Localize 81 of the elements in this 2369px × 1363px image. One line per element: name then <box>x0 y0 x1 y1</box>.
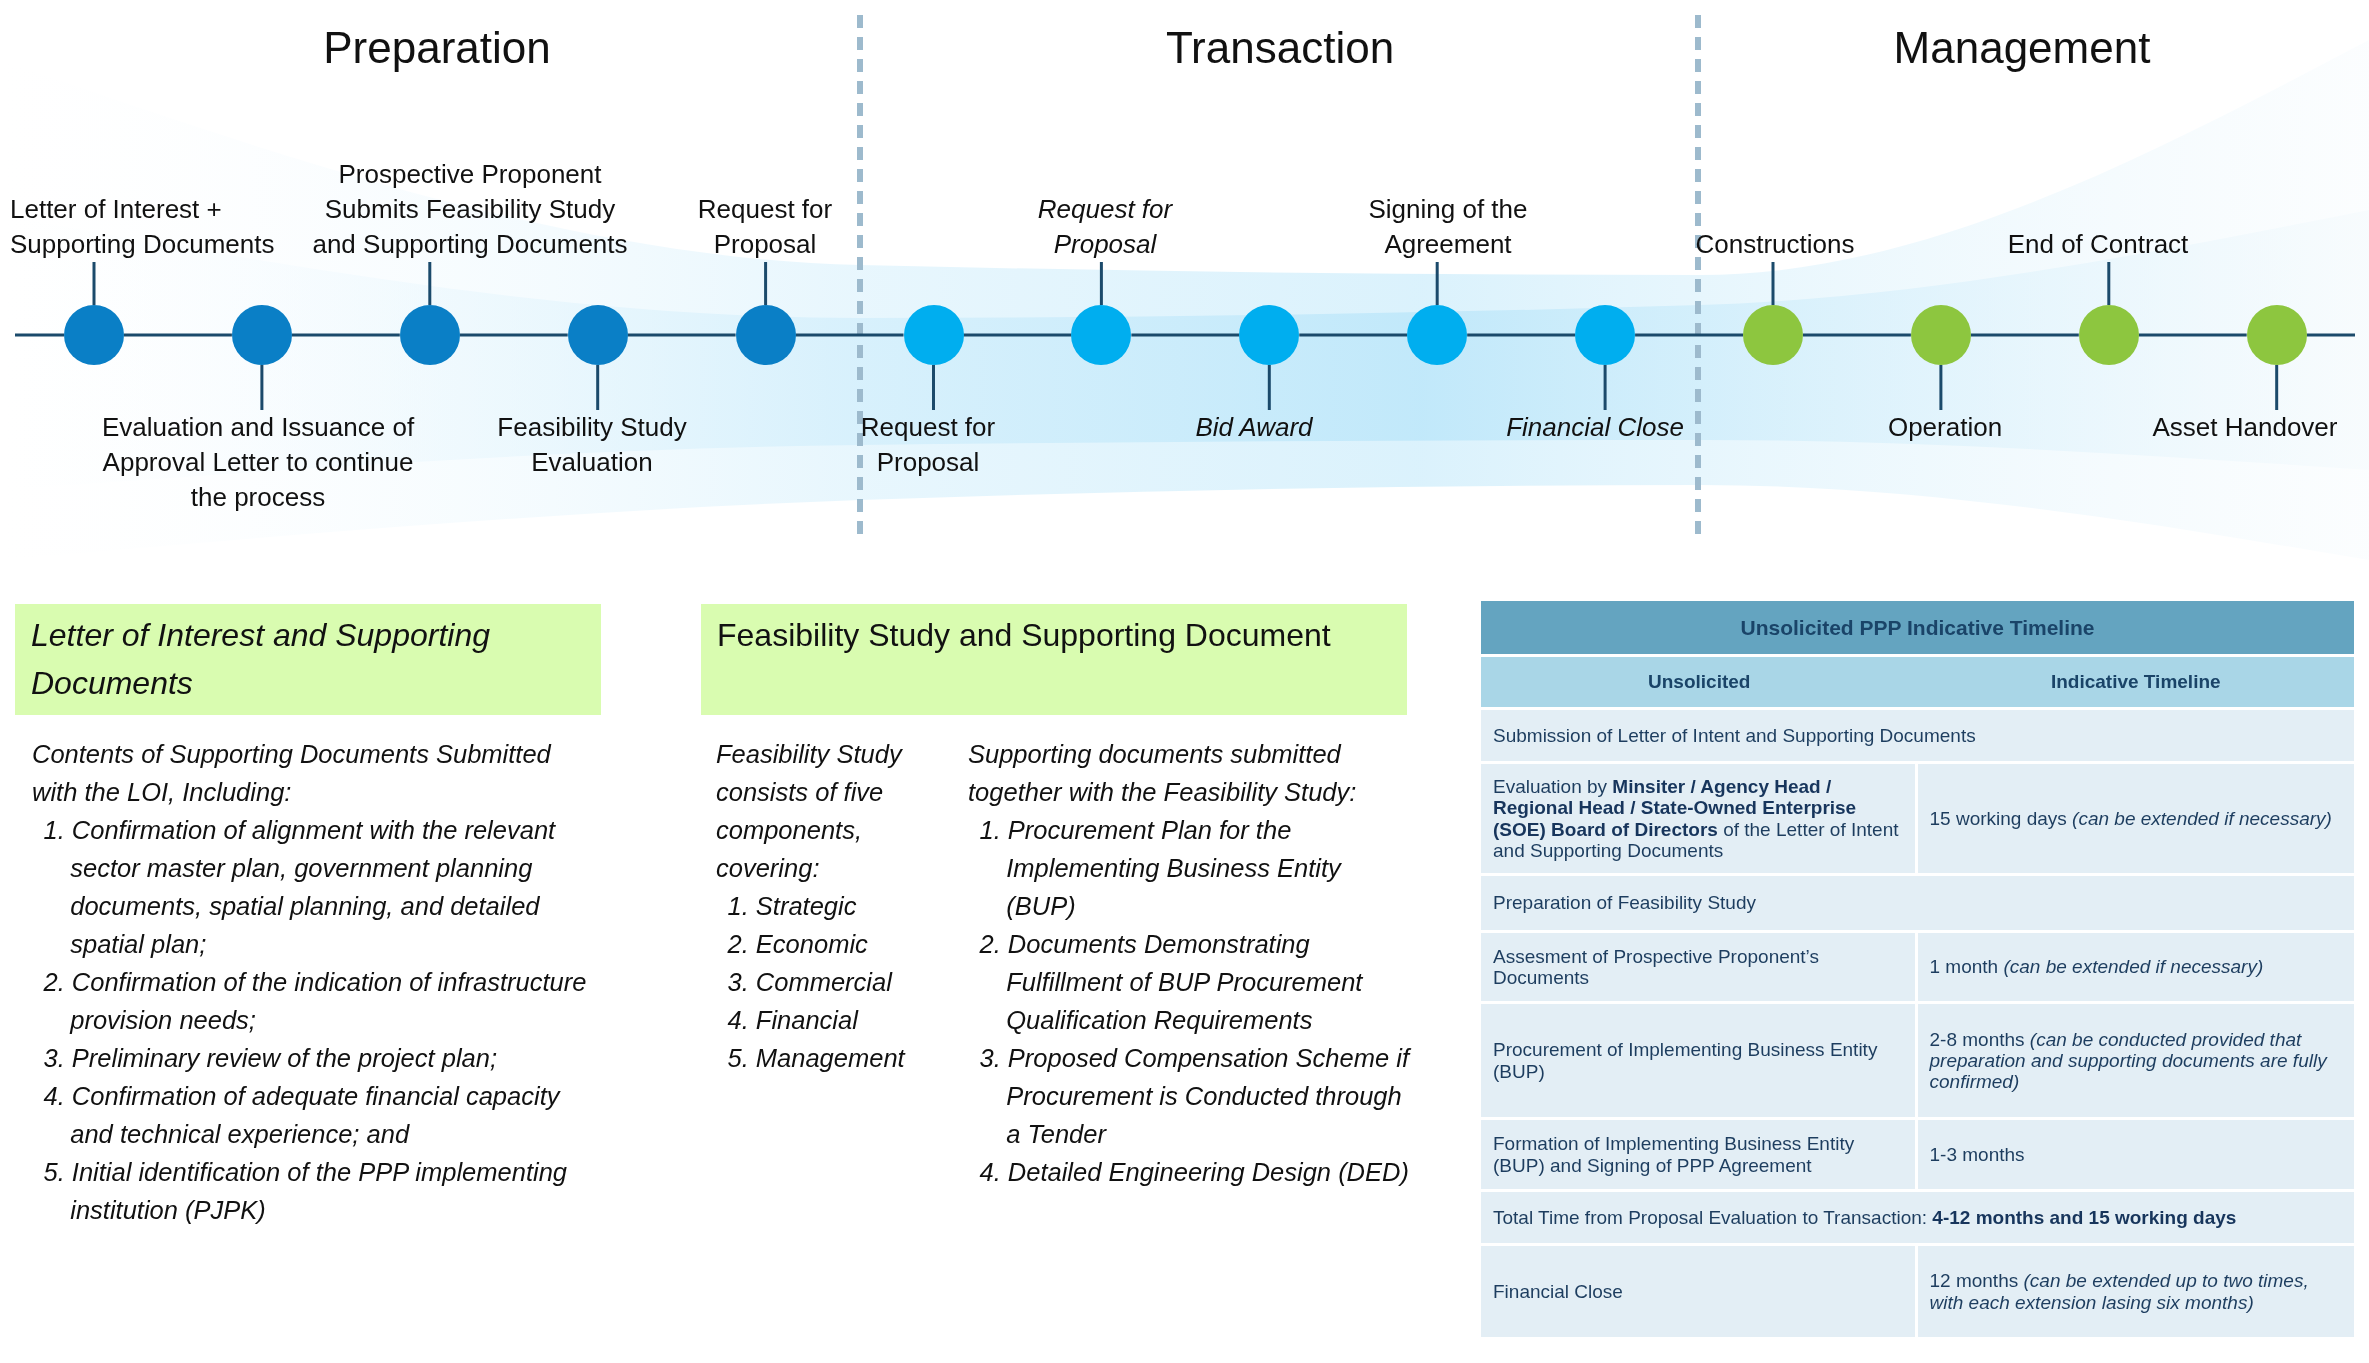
timeline-line <box>2138 333 2247 337</box>
list-item: 1. Procurement Plan for the Implementing Business Entity (BUP) <box>978 815 1343 922</box>
phase-heading: Management <box>1892 22 2152 74</box>
leader-line <box>1603 365 1607 410</box>
timeline-line <box>1131 333 1240 337</box>
duration-text: 2-8 months (can be conducted provided that preparation and supporting documents are fully confirmed) <box>1917 1004 2354 1120</box>
leader-line <box>1099 262 1103 305</box>
timeline-line <box>1803 333 1911 337</box>
step-text: Evaluation by Minsiter / Agency Head / Regional Head / State-Owned Enterprise (SOE) Board of Directors of the Letter of Intent and Supporting Documents <box>1481 764 1918 876</box>
milestone-label: Prospective Proponent Submits Feasibility Study and Supporting Documents <box>310 157 630 262</box>
list-item: 4. Confirmation of adequate financial capacity and technical experience; and <box>42 1081 562 1150</box>
column-header: Unsolicited <box>1481 657 1918 710</box>
leader-line <box>1435 262 1439 305</box>
step-text: Procurement of Implementing Business Entity (BUP) <box>1481 1004 1918 1120</box>
intro-text: Feasibility Study consists of five components, covering: <box>716 739 904 884</box>
milestone-label: End of Contract <box>1978 227 2218 262</box>
leader-line <box>260 365 264 410</box>
list-item: 1. Strategic <box>726 891 858 922</box>
list-item: 4. Financial <box>726 1005 860 1036</box>
timeline-line <box>124 333 232 337</box>
list-item: 2. Confirmation of the indication of infrastructure provision needs; <box>42 967 588 1036</box>
timeline-line <box>15 333 64 337</box>
duration-text: 12 months (can be extended up to two times, with each extension lasing six months) <box>1917 1246 2354 1340</box>
leader-line <box>428 262 432 305</box>
list-item: 4. Detailed Engineering Design (DED) <box>978 1157 1410 1188</box>
leader-line <box>1771 262 1775 305</box>
milestone-label: Asset Handover <box>2145 410 2345 445</box>
list-item: 1. Confirmation of alignment with the relevant sector master plan, government planning documents, spatial planning, and detailed spatial plan; <box>42 815 557 960</box>
milestone-label: Request for Proposal <box>828 410 1028 480</box>
step-text: Financial Close <box>1481 1246 1918 1340</box>
step-text: Total Time from Proposal Evaluation to Transaction: 4-12 months and 15 working days <box>1481 1192 2354 1246</box>
timeline-line <box>291 333 400 337</box>
duration-text: 15 working days (can be extended if necessary) <box>1917 764 2354 876</box>
table-title: Unsolicited PPP Indicative Timeline <box>1481 601 2354 657</box>
leader-line <box>92 262 96 305</box>
list-item: 3. Proposed Compensation Scheme if Procurement is Conducted through a Tender <box>968 1039 1413 1153</box>
milestone-label: Request for Proposal <box>665 192 865 262</box>
step-text: Preparation of Feasibility Study <box>1481 876 2354 933</box>
timeline-line <box>459 333 568 337</box>
leader-line <box>764 262 768 305</box>
intro-text: Contents of Supporting Documents Submitted with the LOI, Including: <box>32 739 553 808</box>
leader-line <box>1939 365 1943 410</box>
list-item: 3. Commercial <box>726 967 894 998</box>
milestone-label: Operation <box>1845 410 2045 445</box>
step-text: Submission of Letter of Intent and Supporting Documents <box>1481 710 2354 764</box>
milestone-label: Constructions <box>1670 227 1880 262</box>
phase-heading: Preparation <box>322 22 552 74</box>
step-text: Assesment of Prospective Proponent’s Documents <box>1481 933 1918 1004</box>
timeline-line <box>963 333 1072 337</box>
list-item: 3. Preliminary review of the project plan; <box>42 1043 499 1074</box>
milestone-label: Signing of the Agreement <box>1333 192 1563 262</box>
milestone-label: Request for Proposal <box>1005 192 1205 262</box>
leader-line <box>2107 262 2111 305</box>
milestone-label: Feasibility Study Evaluation <box>477 410 707 480</box>
list-item: 5. Management <box>726 1043 907 1074</box>
section-header: Feasibility Study and Supporting Document <box>701 604 1407 715</box>
phase-heading: Transaction <box>1164 22 1396 74</box>
timeline-line <box>1635 333 1743 337</box>
leader-line <box>596 365 600 410</box>
duration-text: 1 month (can be extended if necessary) <box>1917 933 2354 1004</box>
milestone-label: Letter of Interest + Supporting Documents <box>10 192 290 262</box>
timeline-line <box>1299 333 1408 337</box>
timeline-line <box>627 333 736 337</box>
step-text: Formation of Implementing Business Entity (BUP) and Signing of PPP Agreement <box>1481 1120 1918 1192</box>
column-header: Indicative Timeline <box>1917 657 2354 710</box>
intro-text: Supporting documents submitted together with the Feasibility Study: <box>968 739 1358 808</box>
milestone-label: Financial Close <box>1470 410 1720 445</box>
section-header: Letter of Interest and Supporting Documents <box>15 604 601 715</box>
leader-line <box>1267 365 1271 410</box>
timeline-line <box>2306 333 2355 337</box>
timeline-line <box>1970 333 2079 337</box>
leader-line <box>932 365 935 410</box>
timeline-line <box>1467 333 1576 337</box>
duration-text: 1-3 months <box>1917 1120 2354 1192</box>
list-item: 2. Documents Demonstrating Fulfillment of BUP Procurement Qualification Requirements <box>978 929 1364 1036</box>
leader-line <box>2275 365 2279 410</box>
list-item: 5. Initial identification of the PPP implementing institution (PJPK) <box>42 1157 568 1226</box>
milestone-label: Evaluation and Issuance of Approval Letter to continue the process <box>93 410 423 515</box>
timeline-line <box>795 333 904 337</box>
milestone-label: Bid Award <box>1154 410 1354 445</box>
list-item: 2. Economic <box>726 929 869 960</box>
